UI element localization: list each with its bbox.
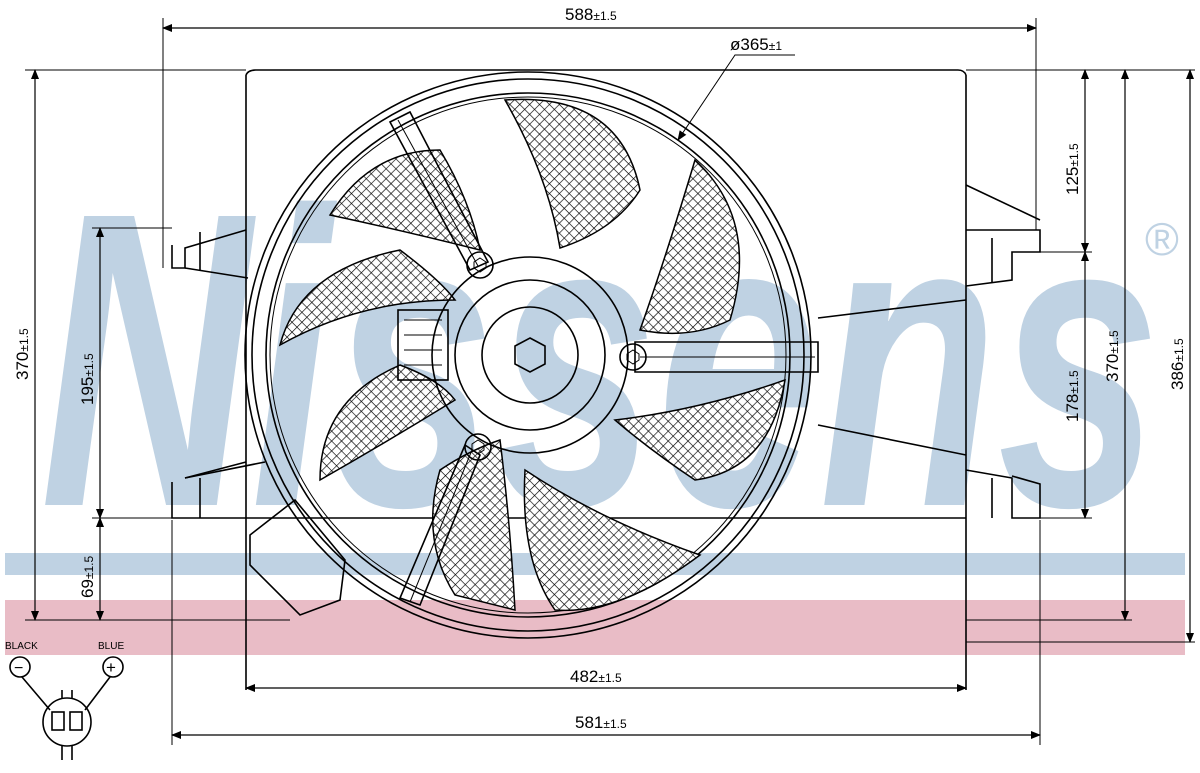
plus-terminal-icon: [102, 656, 124, 678]
minus-sign: −: [14, 660, 23, 677]
connector-plug-icon: [42, 697, 92, 747]
dim-right-mid: 178±1.5: [1063, 370, 1082, 422]
dim-bottom-outer: 581±1.5: [575, 713, 627, 732]
fan-ring: [244, 71, 812, 639]
dim-right-total: 386±1.5: [1168, 338, 1187, 390]
connector-bracket: [249, 498, 346, 616]
black-wire-label: BLACK: [5, 641, 38, 652]
dim-left-mount: 195±1.5: [78, 353, 97, 405]
dim-fan-diameter: ø365±1: [730, 35, 782, 54]
dimension-labels: 588±1.5 ø365±1 370±1.5 195±1.5 69±1.5 12…: [13, 5, 1187, 732]
watermark-pink-band: [5, 600, 1185, 655]
electrical-connector: BLACK BLUE − +: [5, 641, 124, 760]
registered-mark: ®: [1145, 213, 1179, 265]
motor-hub: [397, 251, 647, 461]
plus-sign: +: [106, 658, 116, 677]
dim-right-height: 370±1.5: [1103, 330, 1122, 382]
dim-bottom-inner: 482±1.5: [570, 667, 622, 686]
dimension-lines: [25, 18, 1195, 745]
minus-terminal-icon: [9, 656, 31, 678]
dim-left-low: 69±1.5: [78, 555, 97, 598]
blue-wire-label: BLUE: [98, 641, 124, 652]
dim-top-width: 588±1.5: [565, 5, 617, 24]
dim-right-top: 125±1.5: [1063, 143, 1082, 195]
dim-left-height: 370±1.5: [13, 328, 32, 380]
